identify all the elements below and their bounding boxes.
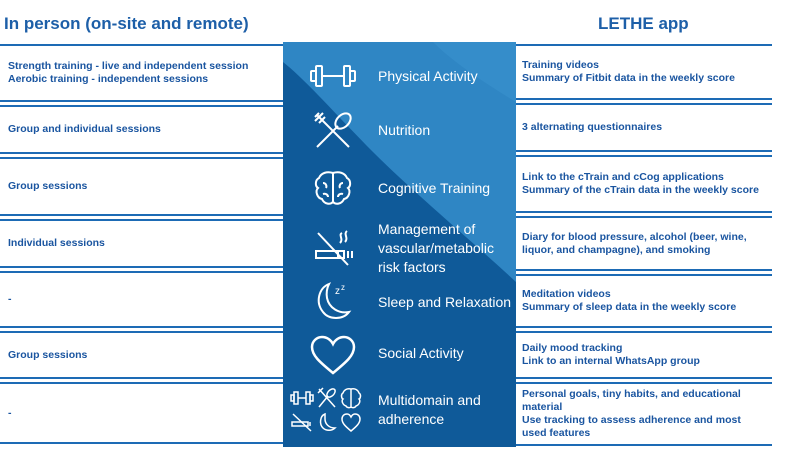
brain-icon — [303, 164, 363, 212]
no-smoking-icon — [291, 413, 312, 432]
app-cell-sleep: Meditation videos Summary of sleep data … — [516, 274, 772, 328]
app-cell-social: Daily mood tracking Link to an internal … — [516, 331, 772, 379]
in-person-cell-physical-activity: Strength training - live and independent… — [0, 44, 283, 102]
app-item: Training videos — [522, 59, 600, 71]
in-person-item: Aerobic training - independent sessions — [8, 73, 209, 85]
app-item: Summary of sleep data in the weekly scor… — [522, 301, 737, 313]
in-person-cell-risk-factors: Individual sessions — [0, 219, 283, 268]
app-item: Daily mood tracking — [522, 342, 623, 354]
app-item: Link to an internal WhatsApp group — [522, 355, 700, 367]
app-item: Meditation videos — [522, 288, 611, 300]
app-item: Diary for blood pressure, alcohol (beer,… — [522, 230, 747, 256]
domain-column-background — [283, 42, 516, 447]
app-item: Summary of Fitbit data in the weekly sco… — [522, 72, 735, 84]
app-cell-risk-factors: Diary for blood pressure, alcohol (beer,… — [516, 216, 772, 271]
in-person-item: Strength training - live and independent… — [8, 60, 249, 72]
app-cell-multidomain: Personal goals, tiny habits, and educati… — [516, 382, 772, 446]
in-person-item: Group and individual sessions — [8, 123, 161, 135]
heart-icon — [341, 413, 361, 432]
app-item: Summary of the cTrain data in the weekly… — [522, 184, 759, 196]
in-person-cell-social: Group sessions — [0, 331, 283, 379]
in-person-header: In person (on-site and remote) — [4, 14, 249, 33]
fork-spoon-icon — [303, 107, 363, 155]
app-cell-cognitive-training: Link to the cTrain and cCog applications… — [516, 155, 772, 213]
dumbbell-icon — [303, 56, 363, 96]
domain-label: Management of vascular/metabolic risk fa… — [378, 220, 494, 275]
in-person-item: Individual sessions — [8, 237, 105, 249]
heart-icon — [303, 332, 363, 380]
svg-text:z: z — [335, 286, 340, 297]
domain-label: Cognitive Training — [378, 179, 491, 196]
domain-label: Nutrition — [378, 121, 431, 138]
brain-icon — [340, 388, 362, 409]
fork-spoon-icon — [317, 387, 336, 408]
app-item: Use tracking to assess adherence and mos… — [522, 414, 741, 439]
in-person-cell-multidomain: - — [0, 382, 283, 444]
domain-label: Multidomain and adherence — [378, 392, 481, 427]
in-person-item: - — [8, 293, 12, 305]
app-item: Link to the cTrain and cCog applications — [522, 171, 724, 183]
moon-sleep-icon: z z — [303, 278, 363, 326]
in-person-item: - — [8, 406, 12, 419]
domain-label: Social Activity — [378, 344, 464, 361]
multidomain-icons — [287, 382, 369, 438]
in-person-cell-cognitive-training: Group sessions — [0, 157, 283, 216]
app-cell-nutrition: 3 alternating questionnaires — [516, 103, 772, 152]
in-person-cell-sleep: - — [0, 271, 283, 328]
moon-sleep-icon — [319, 412, 337, 431]
svg-text:z: z — [341, 283, 345, 292]
dumbbell-icon — [290, 391, 314, 405]
domain-label: Physical Activity — [378, 67, 478, 84]
in-person-item: Group sessions — [8, 348, 88, 361]
no-smoking-icon — [303, 222, 363, 272]
in-person-cell-nutrition: Group and individual sessions — [0, 105, 283, 154]
app-item: 3 alternating questionnaires — [522, 121, 663, 133]
domain-label: Sleep and Relaxation — [378, 293, 512, 310]
in-person-item: Group sessions — [8, 180, 88, 192]
app-item: Personal goals, tiny habits, and educati… — [522, 388, 741, 413]
domain-column: Physical Activity Nutrition Cognitive Tr… — [283, 42, 516, 447]
lethe-app-header: LETHE app — [598, 14, 689, 33]
app-cell-physical-activity: Training videos Summary of Fitbit data i… — [516, 44, 772, 100]
